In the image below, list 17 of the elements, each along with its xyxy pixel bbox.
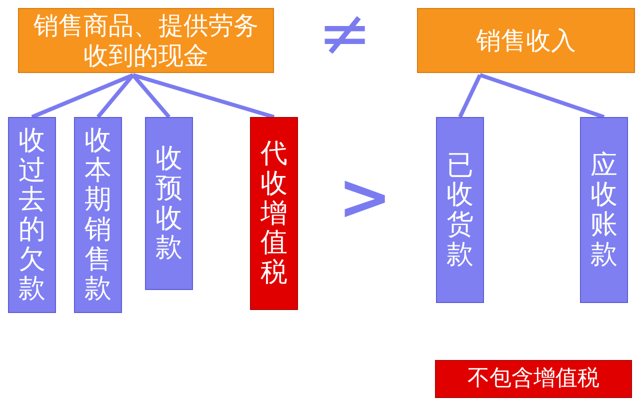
- connector-line: [458, 74, 482, 118]
- category-box: 已收货款: [436, 117, 484, 303]
- connector-line: [31, 73, 134, 119]
- comparison-sign: ≠: [318, 2, 372, 66]
- comparison-sign: >: [338, 166, 392, 230]
- heading-box: 不包含增值税: [435, 360, 632, 398]
- category-box: 收本期销售款: [74, 117, 122, 313]
- category-box: 收预收款: [145, 117, 193, 290]
- category-box: 收过去的欠款: [8, 117, 56, 313]
- heading-box: 销售收入: [417, 8, 635, 73]
- connector-line: [131, 74, 171, 118]
- connector-line: [479, 73, 605, 119]
- connector-line: [96, 74, 135, 118]
- heading-box: 销售商品、提供劳务收到的现金: [18, 8, 274, 73]
- connector-line: [132, 73, 275, 119]
- category-box: 应收账款: [580, 117, 628, 303]
- category-box: 代收增值税: [250, 117, 298, 310]
